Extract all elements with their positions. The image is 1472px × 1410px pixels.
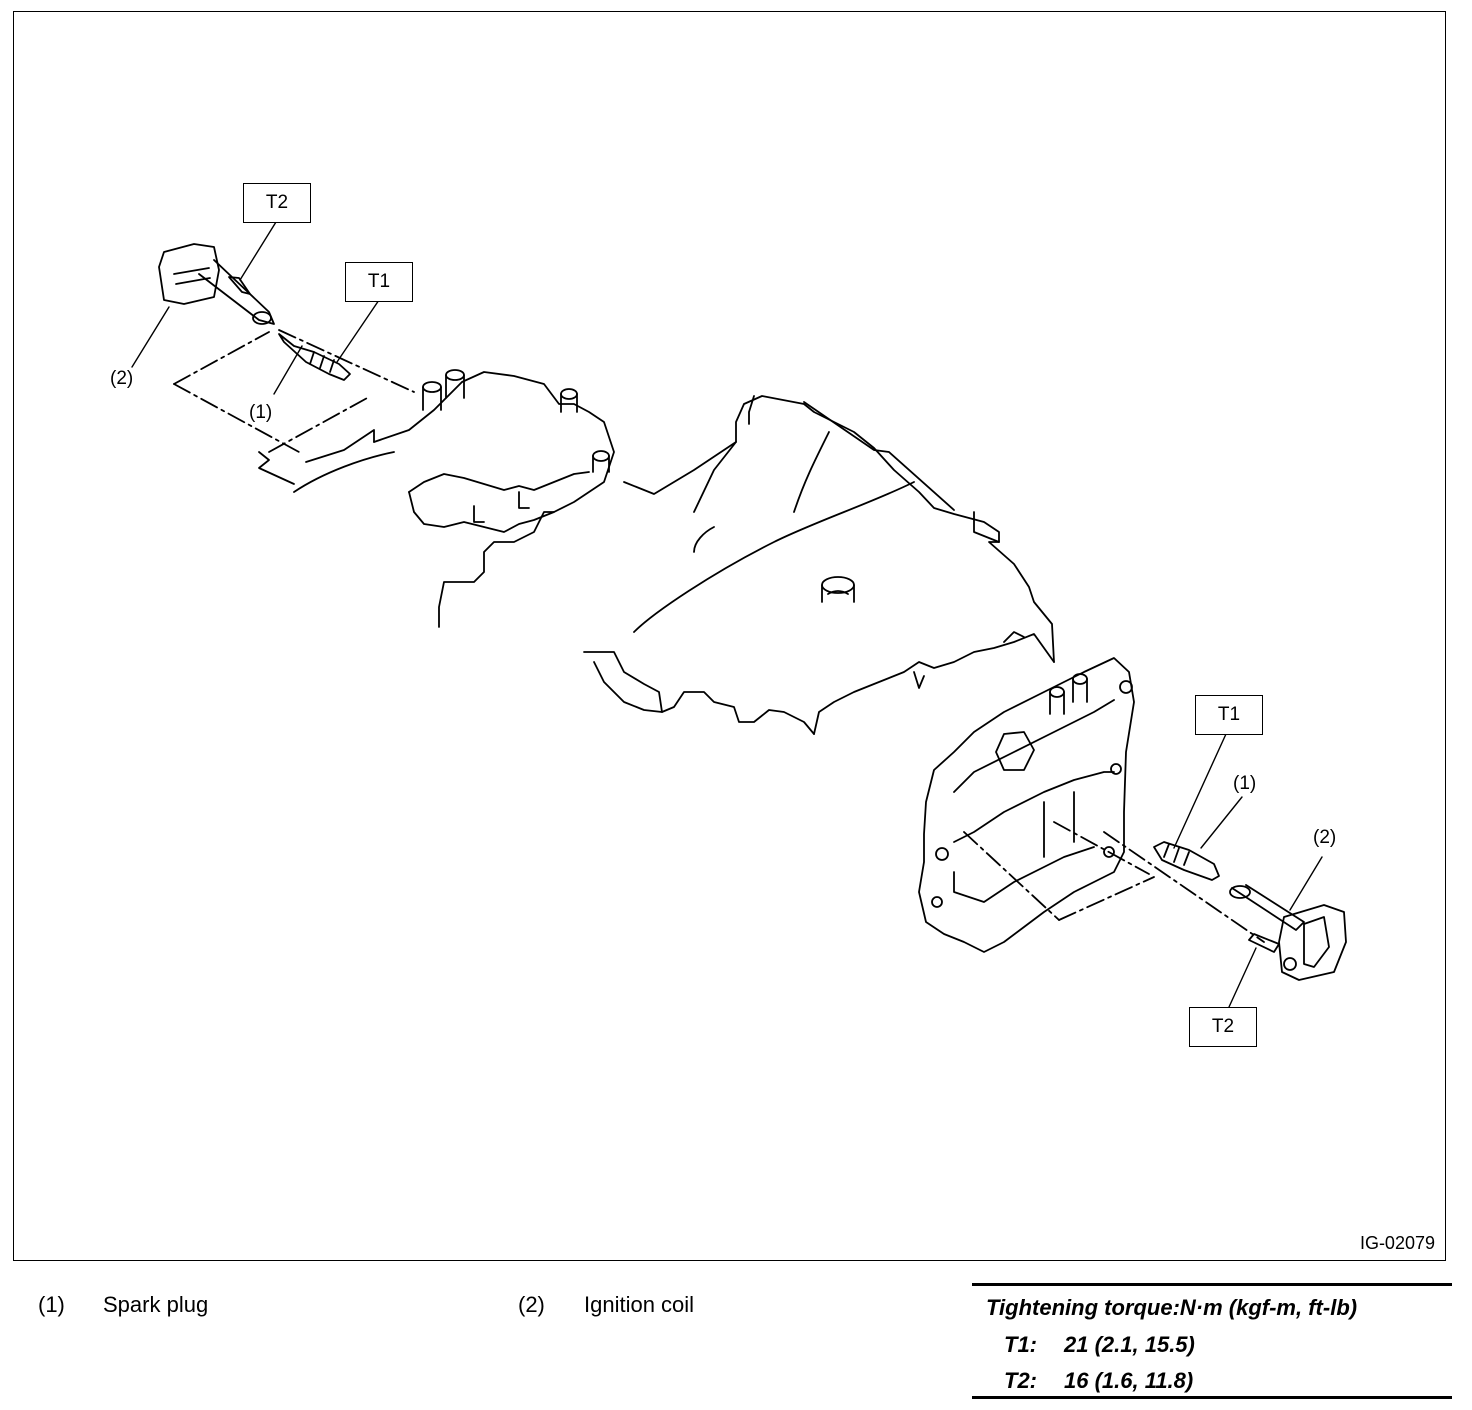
legend-label: Ignition coil xyxy=(584,1292,695,1317)
legend-number: (2) xyxy=(518,1292,545,1317)
right-plug-callout: (1) xyxy=(1233,773,1257,794)
left-coil-callout: (2) xyxy=(110,368,134,389)
right-t2-tag: T2 xyxy=(1189,1007,1257,1047)
legend-label: Spark plug xyxy=(103,1292,209,1317)
torque-key: T2: xyxy=(1004,1368,1037,1393)
intake-manifold xyxy=(583,395,1055,735)
torque-key: T1: xyxy=(1004,1332,1037,1357)
left-t2-tag: T2 xyxy=(243,183,311,223)
left-cylinder-head xyxy=(293,369,615,628)
left-spark-plug-drawing xyxy=(278,333,351,381)
right-t1-tag: T1 xyxy=(1195,695,1263,735)
leader-lines xyxy=(131,221,1323,1008)
legend-number: (1) xyxy=(38,1292,65,1317)
torque-header: Tightening torque:N·m (kgf-m, ft-lb) xyxy=(986,1295,1358,1320)
figure-id: IG-02079 xyxy=(1359,1233,1435,1253)
left-plug-callout: (1) xyxy=(249,402,273,423)
left-axis-lines xyxy=(173,329,415,453)
torque-value: 16 (1.6, 11.8) xyxy=(1064,1368,1194,1393)
engine-line-drawing xyxy=(131,221,1347,1008)
torque-table: Tightening torque:N·m (kgf-m, ft-lb) T1:… xyxy=(972,1283,1452,1399)
torque-value: 21 (2.1, 15.5) xyxy=(1064,1332,1195,1357)
torque-row-t2: T2: 16 (1.6, 11.8) xyxy=(1004,1368,1193,1394)
right-ignition-coil-drawing xyxy=(1229,884,1347,981)
right-coil-callout: (2) xyxy=(1313,827,1337,848)
left-ignition-coil-drawing xyxy=(158,243,275,325)
left-t1-tag: T1 xyxy=(345,262,413,302)
left-axis-bracket xyxy=(258,451,295,485)
right-cylinder-head xyxy=(918,657,1135,953)
torque-row-t1: T1: 21 (2.1, 15.5) xyxy=(1004,1332,1195,1358)
engine-ignition-diagram: T2 T1 (2) (1) T1 (1) (2) T2 IG-02079 xyxy=(13,11,1446,1261)
right-axis-lines xyxy=(963,821,1265,943)
right-spark-plug-drawing xyxy=(1153,841,1220,881)
